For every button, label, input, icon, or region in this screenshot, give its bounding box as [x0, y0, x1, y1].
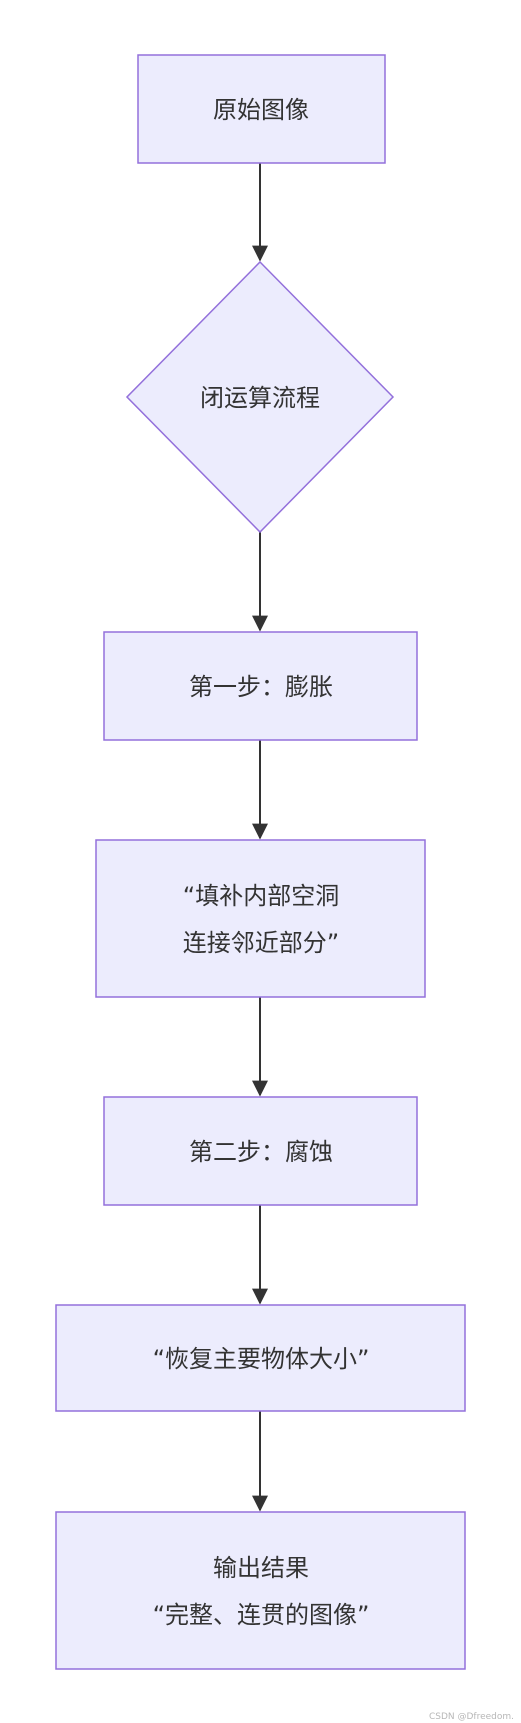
node-output-result: 输出结果 “完整、连贯的图像” [55, 1511, 466, 1670]
node-step2-erosion-label: 第二步：腐蚀 [189, 1138, 333, 1166]
node-dilation-note: “填补内部空洞 连接邻近部分” [95, 839, 426, 998]
node-dilation-note-line2: 连接邻近部分” [183, 929, 339, 957]
watermark-text: CSDN @Dfreedom. [429, 1712, 514, 1722]
node-output-result-line1: 输出结果 [213, 1554, 309, 1582]
node-dilation-note-line1: “填补内部空洞 [183, 882, 339, 910]
node-erosion-note: “恢复主要物体大小” [55, 1304, 466, 1412]
node-step2-erosion: 第二步：腐蚀 [103, 1096, 418, 1206]
node-erosion-note-label: “恢复主要物体大小” [153, 1345, 370, 1373]
node-original-image-label: 原始图像 [213, 96, 309, 124]
node-closing-process-label: 闭运算流程 [200, 384, 320, 412]
node-closing-process: 闭运算流程 [125, 260, 395, 534]
node-original-image: 原始图像 [137, 54, 386, 164]
node-step1-dilation-label: 第一步：膨胀 [189, 673, 333, 701]
node-step1-dilation: 第一步：膨胀 [103, 631, 418, 741]
node-output-result-line2: “完整、连贯的图像” [153, 1601, 370, 1629]
